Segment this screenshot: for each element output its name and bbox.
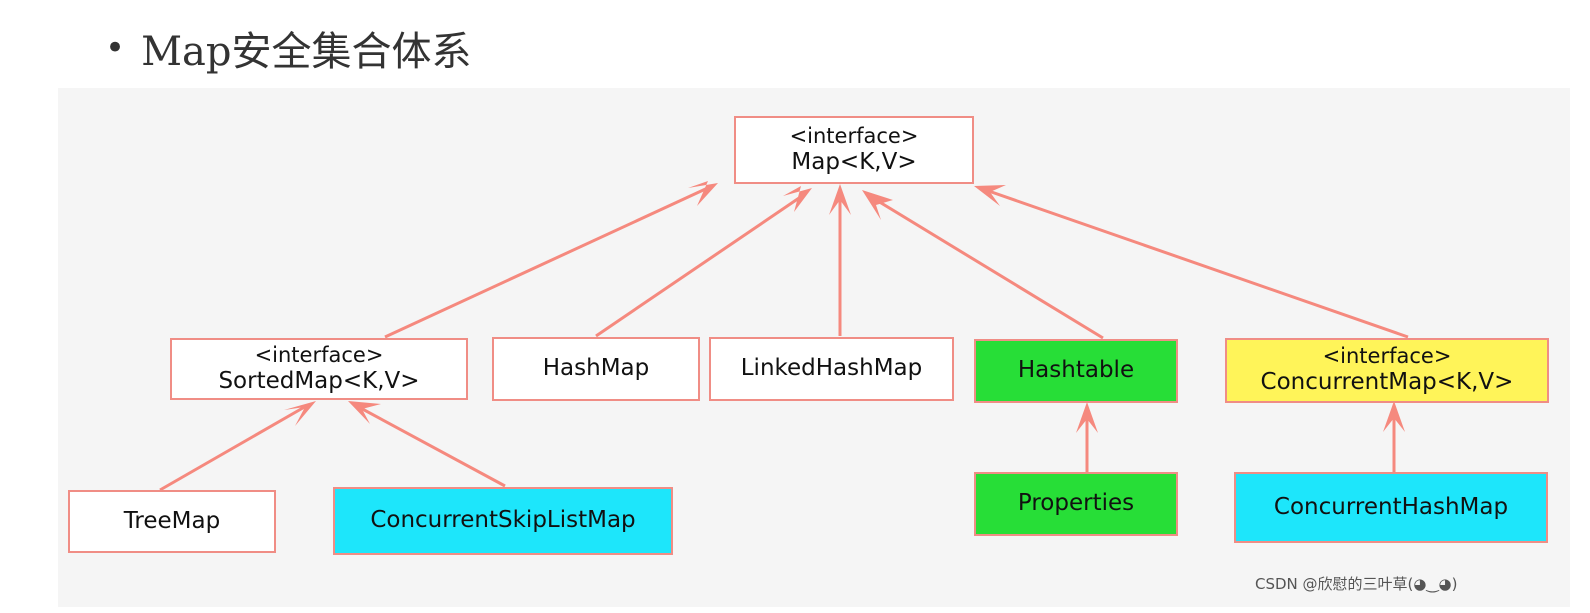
node-concurrenthashmap: ConcurrentHashMap — [1234, 472, 1548, 543]
slide-title: • Map安全集合体系 — [105, 22, 472, 75]
arrowhead-hashmap-map — [783, 186, 812, 212]
map-stereotype-label: <interface> — [789, 123, 919, 148]
node-treemap: TreeMap — [68, 490, 276, 553]
arrowhead-sortedmap-map — [688, 181, 718, 206]
concurrenthashmap-name-label: ConcurrentHashMap — [1273, 493, 1509, 520]
csdn-watermark: CSDN @欣慰的三叶草(◕‿◕) — [1255, 575, 1458, 593]
arrowhead-linkedhashmap-map — [829, 184, 851, 215]
edge-skiplistmap-to-sortedmap — [354, 403, 506, 488]
hashmap-name-label: HashMap — [542, 355, 650, 382]
edge-hashmap-to-map — [595, 194, 803, 338]
bullet-point: • — [105, 28, 126, 68]
arrowhead-concurrentmap-map — [974, 185, 1006, 206]
edge-treemap-to-sortedmap — [159, 403, 309, 492]
edge-hashtable-to-map — [867, 193, 1104, 340]
edge-sortedmap-to-map — [384, 184, 713, 339]
node-properties: Properties — [974, 472, 1178, 536]
hashtable-name-label: Hashtable — [1017, 357, 1135, 384]
properties-name-label: Properties — [1017, 490, 1135, 517]
concurrentmap-name-label: ConcurrentMap<K,V> — [1260, 369, 1514, 396]
node-concurrentmap-interface: <interface> ConcurrentMap<K,V> — [1225, 338, 1549, 403]
linkedhashmap-name-label: LinkedHashMap — [740, 355, 923, 382]
edge-concurrentmap-to-map — [979, 186, 1409, 339]
node-hashmap: HashMap — [492, 337, 700, 401]
sortedmap-name-label: SortedMap<K,V> — [218, 367, 420, 394]
arrowhead-concurrenthashmap-concurrentmap — [1383, 401, 1405, 432]
treemap-name-label: TreeMap — [123, 507, 221, 534]
node-linkedhashmap: LinkedHashMap — [709, 337, 954, 401]
node-concurrentskiplistmap: ConcurrentSkipListMap — [333, 487, 673, 555]
arrowhead-hashtable-map — [862, 190, 893, 220]
node-hashtable: Hashtable — [974, 339, 1178, 403]
concurrentmap-stereotype-label: <interface> — [1322, 344, 1452, 369]
arrowhead-skiplistmap-sortedmap — [348, 401, 381, 424]
arrowhead-properties-hashtable — [1076, 402, 1098, 433]
slide-title-text: Map安全集合体系 — [141, 29, 472, 75]
concurrentskiplistmap-name-label: ConcurrentSkipListMap — [370, 507, 636, 534]
node-map-interface: <interface> Map<K,V> — [734, 116, 974, 184]
arrowhead-treemap-sortedmap — [284, 401, 316, 426]
map-name-label: Map<K,V> — [791, 148, 917, 175]
node-sortedmap-interface: <interface> SortedMap<K,V> — [170, 338, 468, 400]
sortedmap-stereotype-label: <interface> — [254, 342, 384, 367]
